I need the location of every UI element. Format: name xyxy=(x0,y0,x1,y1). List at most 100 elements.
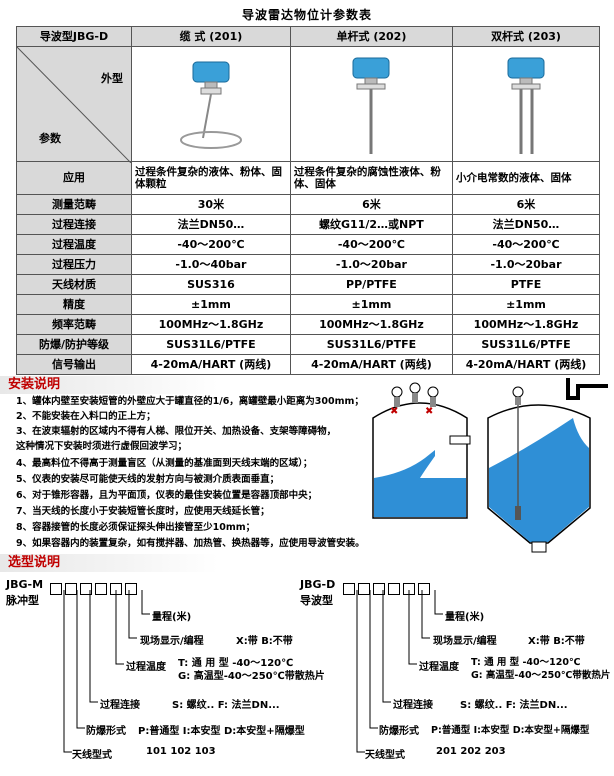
row-label: 频率范畴 xyxy=(16,314,132,335)
left-item-connection: 过程连接 xyxy=(100,700,140,711)
cell-202: SUS31L6/PTFE xyxy=(289,334,453,355)
cell-203: -1.0～20bar xyxy=(451,254,601,275)
cell-201: ±1mm xyxy=(131,294,291,315)
diagonal-header-cell: 外型 参数 xyxy=(16,46,132,163)
right-item-antenna: 天线型式 xyxy=(365,750,405,761)
row-label: 信号输出 xyxy=(16,354,132,375)
spec-row: 过程温度 -40～200℃ -40～200℃ -40～200℃ xyxy=(16,234,601,255)
svg-text:✖: ✖ xyxy=(390,406,398,417)
spec-row: 过程压力 -1.0～40bar -1.0～20bar -1.0～20bar xyxy=(16,254,601,275)
cell-203: -40～200℃ xyxy=(451,234,601,255)
install-note: 这种情况下安装时须进行虚假回波学习； xyxy=(16,441,188,452)
cell-202: 过程条件复杂的腐蚀性液体、粉体、固体 xyxy=(289,161,453,195)
row-label: 测量范畴 xyxy=(16,194,132,215)
right-item-temp-desc2: G: 高温型-40～250℃带散热片 xyxy=(471,670,611,681)
cell-201: SUS31L6/PTFE xyxy=(131,334,291,355)
right-item-display-desc: X:带 B:不带 xyxy=(528,636,585,647)
tank-diagram-left: ✖ ✖ xyxy=(372,382,471,519)
spec-row: 精度 ±1mm ±1mm ±1mm xyxy=(16,294,601,315)
spec-row: 防爆/防护等级 SUS31L6/PTFE SUS31L6/PTFE SUS31L… xyxy=(16,334,601,355)
right-item-antenna-desc: 201 202 203 xyxy=(436,746,506,757)
cell-203: 小介电常数的液体、固体 xyxy=(451,161,601,195)
cell-203: SUS31L6/PTFE xyxy=(451,334,601,355)
left-item-temp-desc: T: 通 用 型 -40～120℃ xyxy=(178,658,294,669)
diagonal-line xyxy=(17,47,131,163)
device-image-202 xyxy=(289,46,453,162)
cell-201: -1.0～40bar xyxy=(131,254,291,275)
cell-201: 100MHz～1.8GHz xyxy=(131,314,291,335)
right-item-explosion: 防爆形式 xyxy=(379,726,419,737)
cell-203: 100MHz～1.8GHz xyxy=(451,314,601,335)
header-type-label: 外型 xyxy=(101,72,123,85)
cell-203: ±1mm xyxy=(451,294,601,315)
install-note: 4、最高料位不得高于测量盲区（从测量的基准面到天线末端的区域）； xyxy=(16,458,313,469)
tank-diagram-right xyxy=(487,378,608,553)
install-note: 6、对于锥形容器，且为平面顶，仪表的最佳安装位置是容器顶部中央； xyxy=(16,490,318,501)
cell-202: 螺纹G11/2…或NPT xyxy=(289,214,453,235)
single-rod-probe-icon xyxy=(352,57,390,154)
spec-row: 测量范畴 30米 6米 6米 xyxy=(16,194,601,215)
install-note: 3、在波束辐射的区域内不得有人梯、限位开关、加热设备、支架等障碍物， xyxy=(16,426,337,437)
model-header-203: 双杆式 (203) xyxy=(451,26,601,47)
left-item-display-desc: X:带 B:不带 xyxy=(236,636,293,647)
install-note: 9、如果容器内的装置复杂，如有搅拌器、加热管、换热器等，应使用导波管安装。 xyxy=(16,538,365,549)
cell-201: 30米 xyxy=(131,194,291,215)
left-item-explosion-desc: P:普通型 I:本安型 D:本安型+隔爆型 xyxy=(138,726,305,737)
device-image-201 xyxy=(131,46,291,162)
cell-202: 6米 xyxy=(289,194,453,215)
header-label: 导波型JBG-D xyxy=(16,26,132,47)
right-item-temp-desc: T: 通 用 型 -40～120℃ xyxy=(471,657,581,668)
cell-203: 4-20mA/HART (两线) xyxy=(451,354,601,375)
right-code-boxes xyxy=(343,578,433,597)
cell-203: 法兰DN50… xyxy=(451,214,601,235)
spec-row: 信号输出 4-20mA/HART (两线) 4-20mA/HART (两线) 4… xyxy=(16,354,601,375)
double-rod-probe-icon xyxy=(507,57,545,154)
left-item-explosion: 防爆形式 xyxy=(86,726,126,737)
image-row: 外型 参数 xyxy=(16,46,601,163)
right-leader-lines xyxy=(356,590,443,753)
cell-202: PP/PTFE xyxy=(289,274,453,295)
cell-202: 4-20mA/HART (两线) xyxy=(289,354,453,375)
left-model-code: JBG-M xyxy=(6,578,44,591)
radar-icons: ✖ ✖ xyxy=(390,382,439,417)
right-item-display: 现场显示/编程 xyxy=(433,636,497,647)
left-item-range: 量程(米) xyxy=(152,612,192,623)
left-item-antenna-desc: 101 102 103 xyxy=(146,746,216,757)
left-item-temp: 过程温度 xyxy=(126,662,166,673)
spec-table: 导波型JBG-D 缆 式 (201) 单杆式 (202) 双杆式 (203) 外… xyxy=(16,26,601,375)
spec-row: 频率范畴 100MHz～1.8GHz 100MHz～1.8GHz 100MHz～… xyxy=(16,314,601,335)
row-label: 过程连接 xyxy=(16,214,132,235)
spec-row: 过程连接 法兰DN50… 螺纹G11/2…或NPT 法兰DN50… xyxy=(16,214,601,235)
row-label: 防爆/防护等级 xyxy=(16,334,132,355)
install-section-title: 安装说明 xyxy=(0,376,218,394)
left-model-name: 脉冲型 xyxy=(6,594,39,607)
cell-201: 过程条件复杂的液体、粉体、固体颗粒 xyxy=(131,161,291,195)
model-header-201: 缆 式 (201) xyxy=(131,26,291,47)
cell-203: 6米 xyxy=(451,194,601,215)
spec-row-application: 应用 过程条件复杂的液体、粉体、固体颗粒 过程条件复杂的腐蚀性液体、粉体、固体 … xyxy=(16,161,601,195)
row-label: 应用 xyxy=(16,161,132,195)
left-item-display: 现场显示/编程 xyxy=(140,636,204,647)
cable-probe-icon xyxy=(179,61,242,149)
right-item-connection-desc: S: 螺纹.. F: 法兰DN... xyxy=(460,700,568,711)
right-item-range: 量程(米) xyxy=(445,612,485,623)
model-header-202: 单杆式 (202) xyxy=(289,26,453,47)
left-item-antenna: 天线型式 xyxy=(72,750,112,761)
cell-203: PTFE xyxy=(451,274,601,295)
row-label: 过程压力 xyxy=(16,254,132,275)
select-section-title: 选型说明 xyxy=(0,554,218,572)
install-note: 7、当天线的长度小于安装短管长度时，应使用天线延长管； xyxy=(16,506,270,517)
install-note: 8、容器接管的长度必须保证探头伸出接管至少10mm； xyxy=(16,522,256,533)
right-item-temp: 过程温度 xyxy=(419,662,459,673)
cell-202: -1.0～20bar xyxy=(289,254,453,275)
cell-201: SUS316 xyxy=(131,274,291,295)
right-item-connection: 过程连接 xyxy=(393,700,433,711)
right-model-name: 导波型 xyxy=(300,594,333,607)
table-header-row: 导波型JBG-D 缆 式 (201) 单杆式 (202) 双杆式 (203) xyxy=(16,26,601,47)
install-note: 5、仪表的安装尽可能使天线的发射方向与被测介质表面垂直； xyxy=(16,474,280,485)
left-leader-lines xyxy=(63,590,150,753)
row-label: 精度 xyxy=(16,294,132,315)
svg-text:✖: ✖ xyxy=(425,406,433,417)
left-item-temp-desc2: G: 高温型-40～250℃带散热片 xyxy=(178,671,325,682)
cell-202: 100MHz～1.8GHz xyxy=(289,314,453,335)
